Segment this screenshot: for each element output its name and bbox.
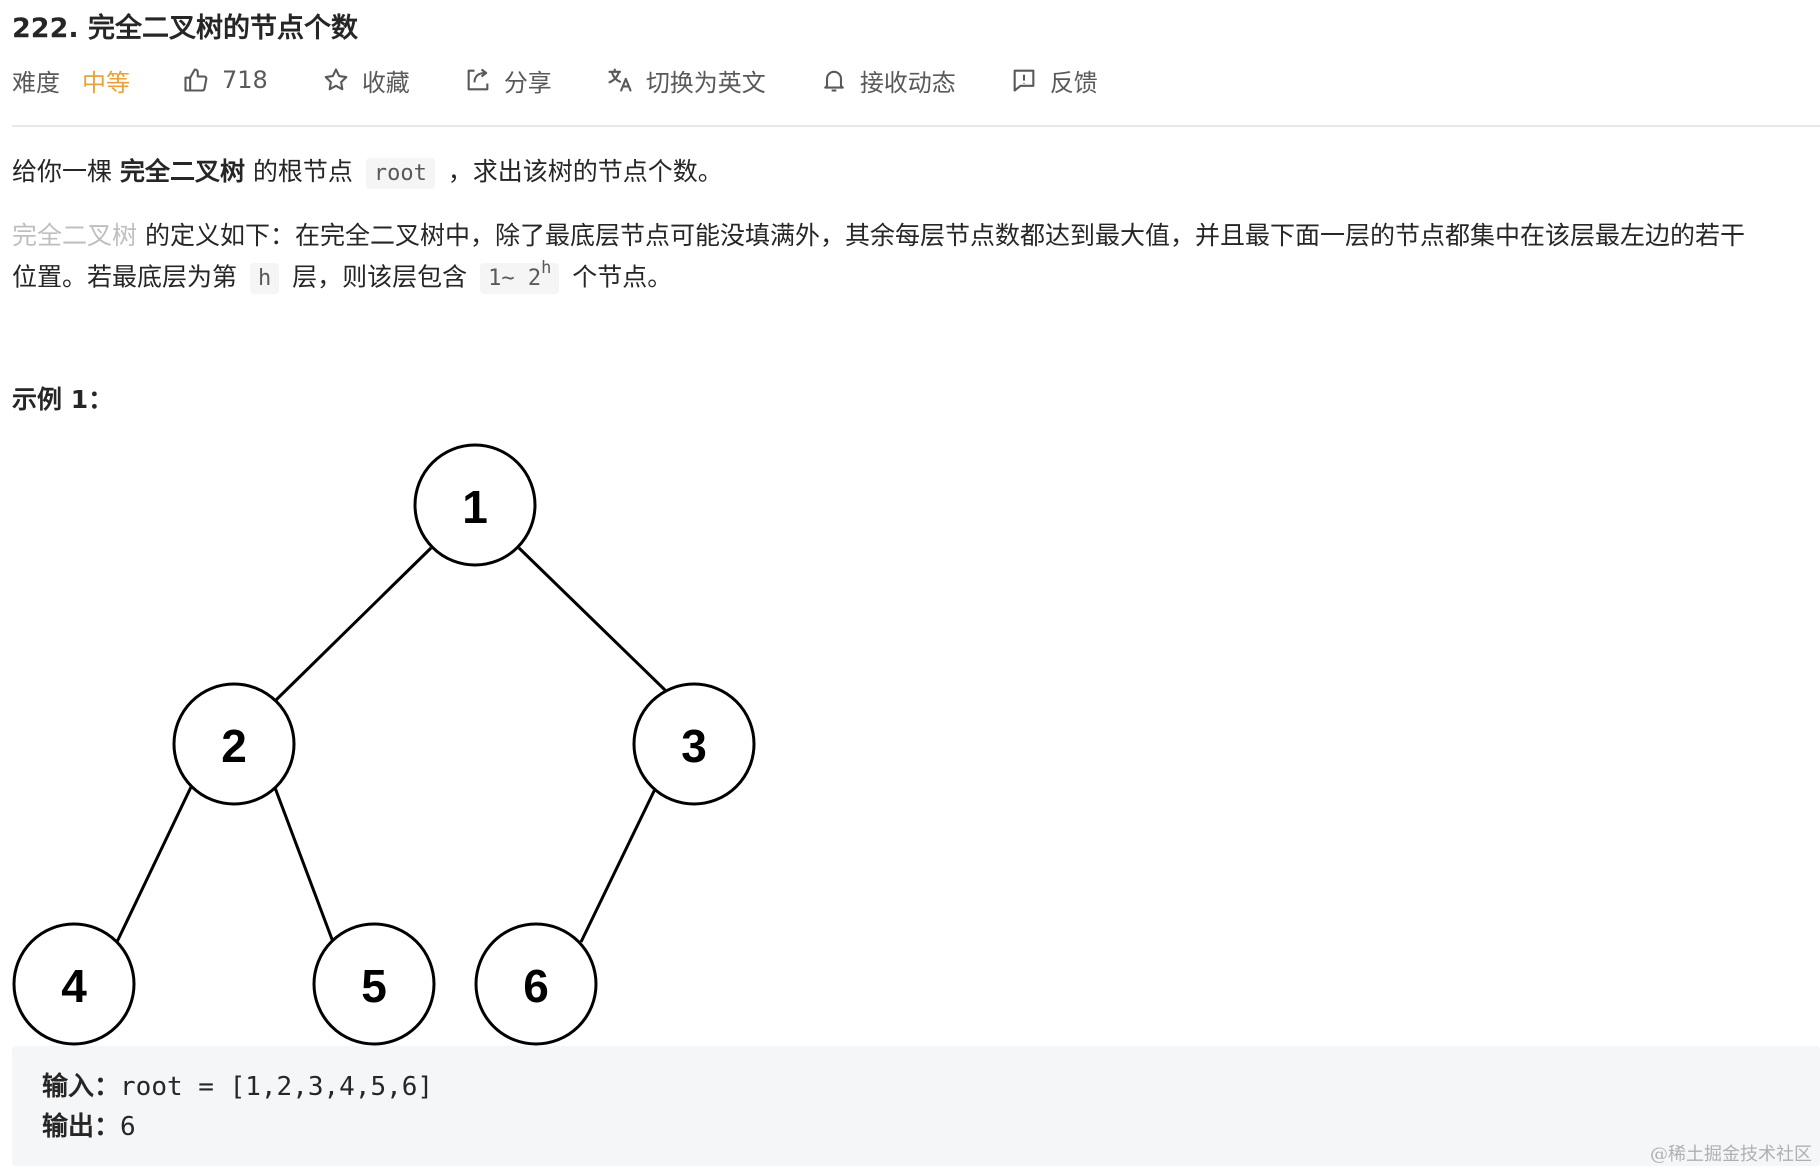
feedback-button[interactable]: 反馈 [1010,63,1098,98]
code-range-exponent: h [541,258,552,278]
code-range-base: 1~ 2 [488,266,542,292]
desc-text: 个节点。 [564,262,673,292]
collect-label: 收藏 [361,68,410,97]
output-value: 6 [120,1112,136,1142]
difficulty-label: 难度 [12,68,60,97]
tree-node-2 [172,682,296,806]
tree-node-label-6: 6 [523,960,549,1012]
tree-node-5 [312,922,436,1046]
desc-text: 位置。若最底层为第 [12,262,245,292]
switch-language-button[interactable]: 切换为英文 [606,63,766,98]
example-output-row: 输出：6 [42,1106,136,1143]
problem-meta-bar: 难度 中等 718 收藏 分享 切换为英文 接收动态 [12,60,1152,100]
share-label: 分享 [503,68,552,97]
output-label: 输出： [42,1112,121,1142]
problem-title: 222. 完全二叉树的节点个数 [12,13,359,44]
subscribe-button[interactable]: 接收动态 [820,63,956,98]
tree-node-label-2: 2 [221,720,247,772]
example-title: 示例 1： [12,385,114,414]
watermark: @稀土掘金技术社区 [1650,1144,1812,1165]
code-root: root [365,158,435,189]
edge-2-4 [114,786,193,945]
tree-node-3 [632,682,756,806]
desc-line-1: 完全二叉树 的定义如下：在完全二叉树中，除了最底层节点可能没填满外，其余每层节点… [12,221,1745,250]
difficulty-value: 中等 [82,68,130,97]
like-count: 718 [222,66,268,94]
code-h: h [249,263,280,295]
desc-text: 层，则该层包含 [284,262,476,292]
tree-node-6 [474,922,598,1046]
feedback-label: 反馈 [1049,68,1098,97]
tree-node-label-3: 3 [681,720,707,772]
input-value: root = [1,2,3,4,5,6] [120,1072,434,1102]
desc-text: 的根节点 [244,157,361,186]
thumbs-up-icon [184,68,208,92]
header-divider [12,125,1820,127]
complete-binary-tree-link[interactable]: 完全二叉树 [12,221,138,250]
edge-2-5 [272,784,335,943]
tree-node-label-5: 5 [361,960,387,1012]
desc-bold-term: 完全二叉树 [119,157,245,186]
desc-text: 给你一棵 [12,157,120,186]
edge-3-6 [579,786,658,943]
binary-tree-diagram: 1 2 3 4 5 6 [12,443,756,1046]
code-range: 1~ 2h [480,258,560,295]
bell-icon [824,70,844,92]
tree-node-label-4: 4 [61,960,87,1012]
edge-1-3 [517,546,668,693]
edge-1-2 [273,546,433,703]
star-icon [324,68,348,91]
tree-node-label-1: 1 [462,481,488,533]
share-button[interactable]: 分享 [464,63,552,98]
share-icon [467,68,489,91]
tree-node-4 [12,922,136,1046]
desc-text: ，求出该树的节点个数。 [439,157,723,186]
switch-language-label: 切换为英文 [645,68,766,97]
description-paragraph-1: 给你一棵 完全二叉树 的根节点 root ，求出该树的节点个数。 [12,152,723,194]
collect-button[interactable]: 收藏 [322,63,410,98]
example-input-row: 输入：root = [1,2,3,4,5,6] [42,1066,433,1103]
translate-icon [608,68,632,92]
feedback-icon [1013,69,1035,92]
subscribe-label: 接收动态 [859,68,956,97]
description-paragraph-2: 完全二叉树 的定义如下：在完全二叉树中，除了最底层节点可能没填满外，其余每层节点… [12,218,1745,297]
desc-line-2: 位置。若最底层为第 h 层，则该层包含 1~ 2h 个节点。 [12,254,1745,297]
desc-text: 的定义如下：在完全二叉树中，除了最底层节点可能没填满外，其余每层节点数都达到最大… [137,221,1745,250]
example-io-block: 输入：root = [1,2,3,4,5,6] 输出：6 [12,1046,1820,1166]
like-button[interactable]: 718 [182,66,268,94]
tree-node-1 [413,443,537,567]
input-label: 输入： [42,1072,121,1102]
